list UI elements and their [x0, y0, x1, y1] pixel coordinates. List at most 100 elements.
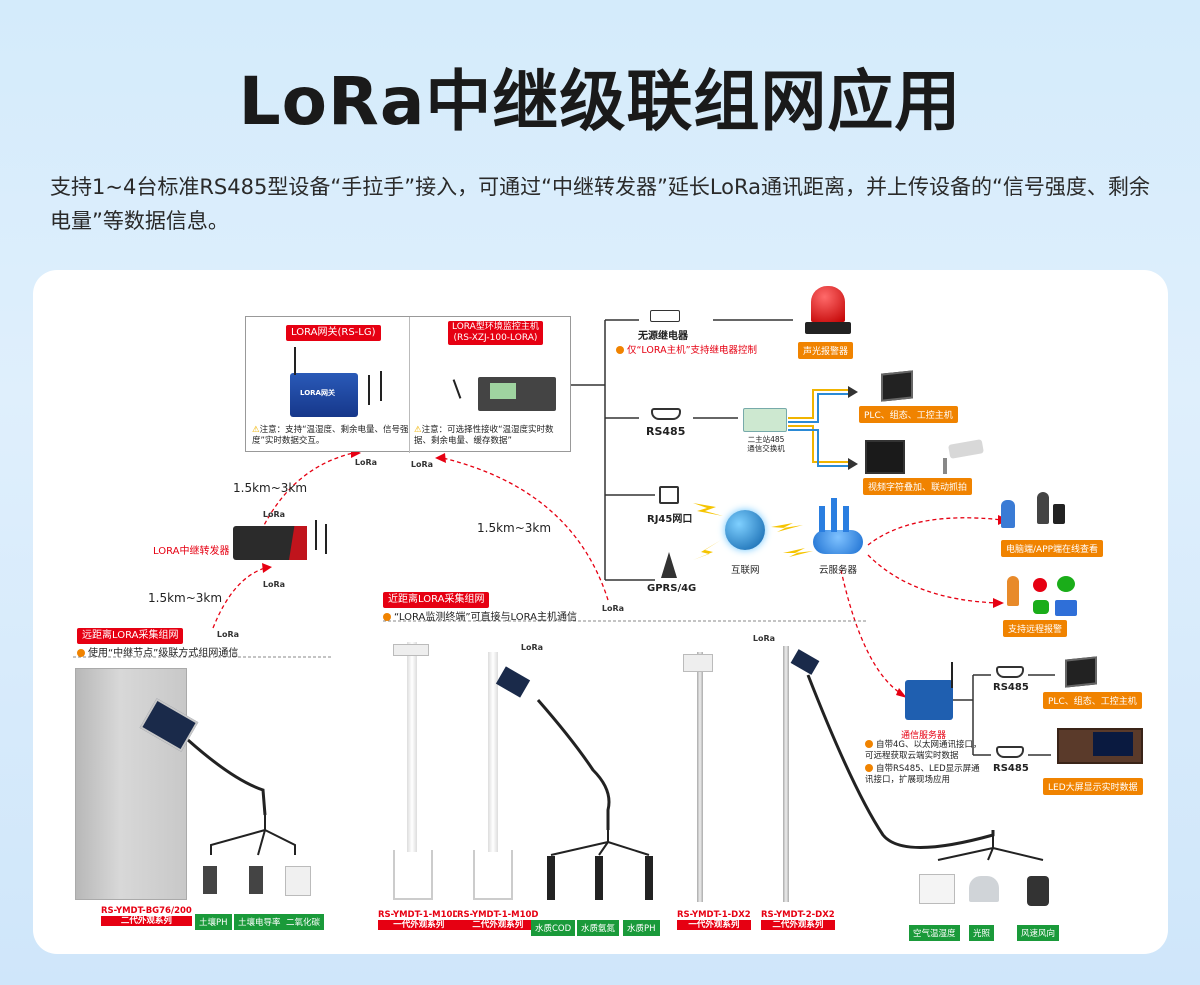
cloud-server-icon: [813, 530, 863, 554]
globe-icon: [725, 510, 765, 550]
led-label: LED大屏显示实时数据: [1043, 778, 1143, 795]
device-model-series: 二代外观系列: [457, 920, 539, 930]
lora-label: LoRa: [752, 634, 776, 643]
comm-rs485-label: RS485: [993, 682, 1029, 693]
near-group-note-text: “LORA监测终端”可直接与LORA主机通信: [394, 612, 577, 623]
monitor-icon: [881, 370, 913, 402]
gateway-box: LORA网关(RS-LG) LORA网关 ⚠注意：支持“温湿度、剩余电量、信号强…: [245, 316, 571, 453]
bullet-icon: [616, 346, 624, 354]
near-group-note: “LORA监测终端”可直接与LORA主机通信: [383, 608, 577, 623]
sensor-label: 空气温湿度: [909, 925, 960, 941]
comm-server-note-1: 自带4G、以太网通讯接口，可远程获取云端实时数据: [865, 740, 985, 762]
tripod-stand: [393, 850, 433, 900]
comm-server-device: [905, 680, 953, 720]
gateway-right-title: LORA型环境监控主机(RS-XZJ-100-LORA): [448, 321, 543, 345]
video-label: 视频字符叠加、联动抓拍: [863, 478, 973, 495]
tripod-stand: [473, 850, 513, 900]
comm-server-note-2: 自带RS485、LED显示屏通讯接口，扩展现场应用: [865, 764, 985, 786]
comm-server-note-1-text: 自带4G、以太网通讯接口，可远程获取云端实时数据: [865, 740, 982, 761]
light-sensor: [969, 876, 999, 902]
alarm-bell-icon: [1033, 578, 1047, 592]
gateway-left-note-text: 注意：支持“温湿度、剩余电量、信号强度”实时数据交互。: [252, 425, 409, 446]
far-group-title: 远距离LORA采集组网: [77, 628, 184, 644]
video-overlay-device: [865, 440, 905, 474]
device-model-series: 一代外观系列: [378, 920, 460, 930]
gateway-left-title: LORA网关(RS-LG): [286, 325, 381, 341]
person-icon: [1037, 492, 1049, 524]
device-model-series: 二代外观系列: [101, 916, 192, 926]
rj45-icon: [659, 486, 679, 504]
connector-lines: [73, 319, 1055, 861]
phone-icon: [1053, 504, 1065, 524]
remote-alarm-label: 支持远程报警: [1003, 620, 1068, 637]
device-model-name: RS-YMDT-2-DX2: [761, 910, 835, 920]
sensor-label: 水质氨氮: [577, 920, 620, 936]
water-nh3-sensor: [595, 856, 603, 900]
antenna-tower-icon: [661, 552, 677, 578]
far-group-note-text: 使用“中继节点”级联方式组网通信: [88, 648, 239, 659]
device-model-name: RS-YMDT-1-DX2: [677, 910, 751, 920]
person-icon: [1001, 500, 1015, 528]
serial-port-icon: [651, 408, 681, 420]
converter-label-line1: 二主站485: [747, 435, 785, 444]
bullet-icon: [77, 649, 85, 657]
gprs-label: GPRS/4G: [647, 583, 697, 594]
lora-label: LoRa: [262, 580, 286, 589]
internet-label: 互联网: [731, 565, 760, 576]
gateway-right-note: ⚠注意：可选择性接收“温湿度实时数据、剩余电量、缓存数据”: [414, 425, 570, 447]
sensor-label: 二氧化碳: [282, 914, 325, 930]
sensor-label: 光照: [969, 925, 995, 941]
mail-icon: [1055, 600, 1077, 616]
far-group-note: 使用“中继节点”级联方式组网通信: [77, 644, 238, 659]
alarm-light-icon: [811, 286, 845, 322]
relay-note: 仅“LORA主机”支持继电器控制: [616, 342, 757, 356]
pc-app-label: 电脑端/APP端在线查看: [1001, 540, 1104, 557]
water-ph-sensor: [645, 856, 653, 900]
distance-label: 1.5km~3km: [477, 521, 552, 535]
page-description: 支持1~4台标准RS485型设备“手拉手”接入，可通过“中继转发器”延长LoRa…: [50, 175, 1150, 233]
gateway-right-title-line2: (RS-XZJ-100-LORA): [453, 333, 538, 343]
plc-label: PLC、组态、工控主机: [859, 406, 958, 423]
comm-rs485-label: RS485: [993, 763, 1029, 774]
relay-note-text: 仅“LORA主机”支持继电器控制: [627, 345, 757, 356]
device-model-series: 一代外观系列: [677, 920, 751, 930]
sensor-label: 风速风向: [1017, 925, 1060, 941]
diagram-panel: LORA网关(RS-LG) LORA网关 ⚠注意：支持“温湿度、剩余电量、信号强…: [33, 270, 1168, 954]
page-title: LoRa中继级联组网应用: [238, 63, 962, 140]
relay-switch-icon: [650, 310, 680, 322]
sensor-label: 土壤电导率: [234, 914, 285, 930]
wechat-icon: [1057, 576, 1075, 592]
sensor-label: 水质COD: [531, 920, 576, 936]
relay-name: 无源继电器: [638, 331, 688, 342]
serial-port-icon: [996, 746, 1024, 758]
rj45-label: RJ45网口: [647, 514, 693, 525]
distance-label: 1.5km~3km: [233, 481, 308, 495]
lora-label: LoRa: [262, 510, 286, 519]
bullet-icon: [865, 740, 873, 748]
stake-device: [697, 652, 703, 902]
pole-device: [488, 652, 498, 852]
lora-label: LoRa: [601, 604, 625, 613]
soil-ph-sensor: [203, 866, 217, 894]
lora-gateway-device: LORA网关: [290, 373, 358, 417]
lora-label: LoRa: [410, 460, 434, 469]
comm-server-note-2-text: 自带RS485、LED显示屏通讯接口，扩展现场应用: [865, 764, 980, 785]
alert-person-icon: [1007, 576, 1019, 606]
co2-sensor: [285, 866, 311, 896]
comm-server-label: 通信服务器: [901, 731, 947, 741]
serial-port-icon: [996, 666, 1024, 678]
warning-icon: ⚠: [252, 425, 260, 435]
device-model-name: RS-YMDT-1-M10D: [457, 910, 539, 920]
stake-device: [783, 646, 789, 902]
bullet-icon: [865, 764, 873, 772]
device-model-name: RS-YMDT-BG76/200: [101, 906, 192, 916]
water-cod-sensor: [547, 856, 555, 900]
repeater-label: LORA中继转发器: [153, 546, 230, 557]
monitor-icon: [1065, 656, 1097, 688]
warning-icon: ⚠: [414, 425, 422, 435]
lora-host-device: [478, 377, 556, 411]
